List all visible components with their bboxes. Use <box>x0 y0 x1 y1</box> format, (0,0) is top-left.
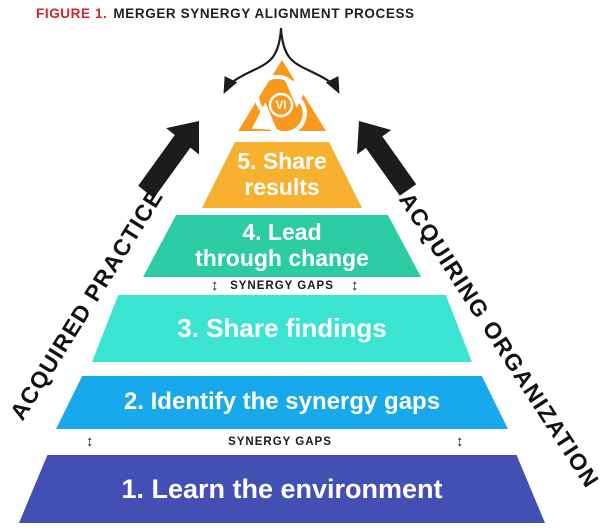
right-up-arrow <box>357 121 417 196</box>
figure-title: FIGURE 1. MERGER SYNERGY ALIGNMENT PROCES… <box>36 6 415 21</box>
updown-arrow-icon: ↕ <box>211 277 219 294</box>
updown-arrow-icon: ↕ <box>351 277 359 294</box>
level-4-label: 4. Lead through change <box>195 219 369 271</box>
level-4-band: 4. Lead through change <box>143 215 421 277</box>
figure-title-text: MERGER SYNERGY ALIGNMENT PROCESS <box>113 6 415 21</box>
level-1-band: 1. Learn the environment <box>19 455 545 523</box>
synergy-gap-label-1: SYNERGY GAPS <box>230 280 334 292</box>
level-3-label: 3. Share findings <box>177 312 387 343</box>
updown-arrow-icon: ↕ <box>456 433 464 450</box>
level-3-band: 3. Share findings <box>92 295 472 362</box>
level-5-label: 5. Share results <box>237 148 327 200</box>
figure-label: FIGURE 1. <box>36 6 108 21</box>
level-1-label: 1. Learn the environment <box>121 473 443 504</box>
synergy-gap-label-2: SYNERGY GAPS <box>228 436 332 448</box>
vi-logo-text: VI <box>276 100 287 112</box>
left-up-arrow <box>138 121 199 199</box>
split-flow-arrow <box>223 27 340 94</box>
level-2-band: 2. Identify the synergy gaps <box>56 376 508 429</box>
sync-cycle-icon: VI <box>251 75 311 135</box>
level-2-label: 2. Identify the synergy gaps <box>123 388 441 416</box>
updown-arrow-icon: ↕ <box>86 433 94 450</box>
